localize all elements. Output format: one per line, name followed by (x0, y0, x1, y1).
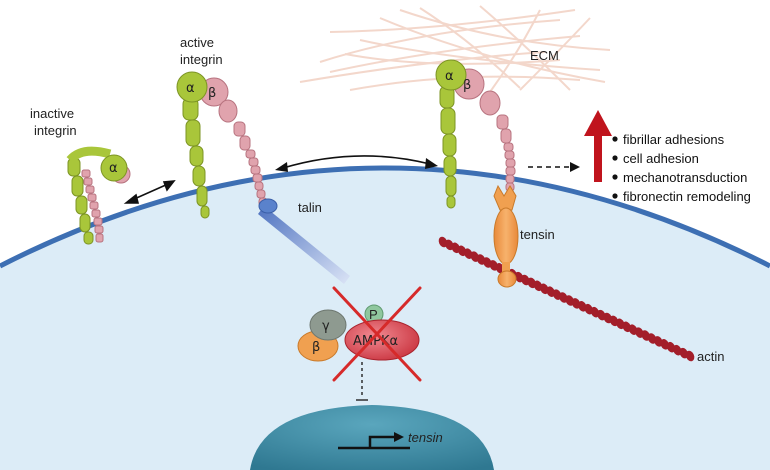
inhibition-line (356, 362, 368, 401)
actin-monomer (577, 301, 587, 312)
outcome-item: fibronectin remodeling (623, 189, 751, 204)
plasma-membrane (0, 165, 770, 269)
actin-monomer (539, 283, 549, 295)
tensin-label: tensin (520, 227, 555, 242)
actin-monomer (520, 274, 530, 286)
inactive-alpha-label: α (109, 161, 118, 176)
phospho-label: P (369, 307, 378, 322)
tensin-gene-label: tensin (408, 430, 443, 445)
inactive-integrin (66, 146, 131, 245)
actin-monomer (653, 336, 663, 347)
ecm-beta-label: β (463, 78, 471, 93)
ecm-alpha-label: α (445, 69, 454, 84)
active-beta-label: β (208, 86, 216, 101)
active-integrin-label-line2: integrin (180, 52, 223, 67)
active-integrin-label-line1: active (180, 35, 214, 50)
actin-monomer (685, 350, 695, 362)
tensin (493, 184, 519, 288)
actin-monomer (444, 239, 454, 251)
talin (258, 198, 350, 284)
gamma-label: γ (322, 319, 330, 334)
bullet (612, 174, 618, 180)
cytoplasm (0, 168, 770, 470)
ampk-beta-label: β (312, 340, 320, 355)
actin-monomer (596, 309, 606, 321)
active-alpha-label: α (186, 81, 195, 96)
actin-monomer (615, 318, 625, 330)
bullet (612, 136, 618, 142)
ecm-bound-integrin (435, 59, 516, 209)
dashed-arrow (528, 162, 580, 172)
upregulation-arrow (584, 110, 612, 182)
actin-monomer (558, 292, 568, 303)
ecm-label: ECM (530, 48, 559, 63)
ampk-knockout-cross (332, 286, 422, 382)
inactive-integrin-label-line2: integrin (34, 123, 77, 138)
outcome-list: fibrillar adhesions cell adhesion mechan… (612, 132, 751, 204)
tensin-gene-promoter (338, 432, 410, 450)
actin-filament (438, 236, 695, 362)
actin-monomer (482, 257, 492, 268)
outcome-item: cell adhesion (623, 151, 699, 166)
actin-monomer (463, 248, 473, 259)
outcome-item: fibrillar adhesions (623, 132, 725, 147)
actin-monomer (672, 344, 682, 356)
activation-double-arrow (123, 180, 176, 204)
actin-label: actin (697, 349, 724, 364)
bullet (612, 155, 618, 161)
bullet (612, 193, 618, 199)
actin-monomer (634, 327, 644, 338)
outcome-item: mechanotransduction (623, 170, 747, 185)
talin-label: talin (298, 200, 322, 215)
ligand-binding-double-arrow (275, 155, 438, 172)
inactive-integrin-label-line1: inactive (30, 106, 74, 121)
